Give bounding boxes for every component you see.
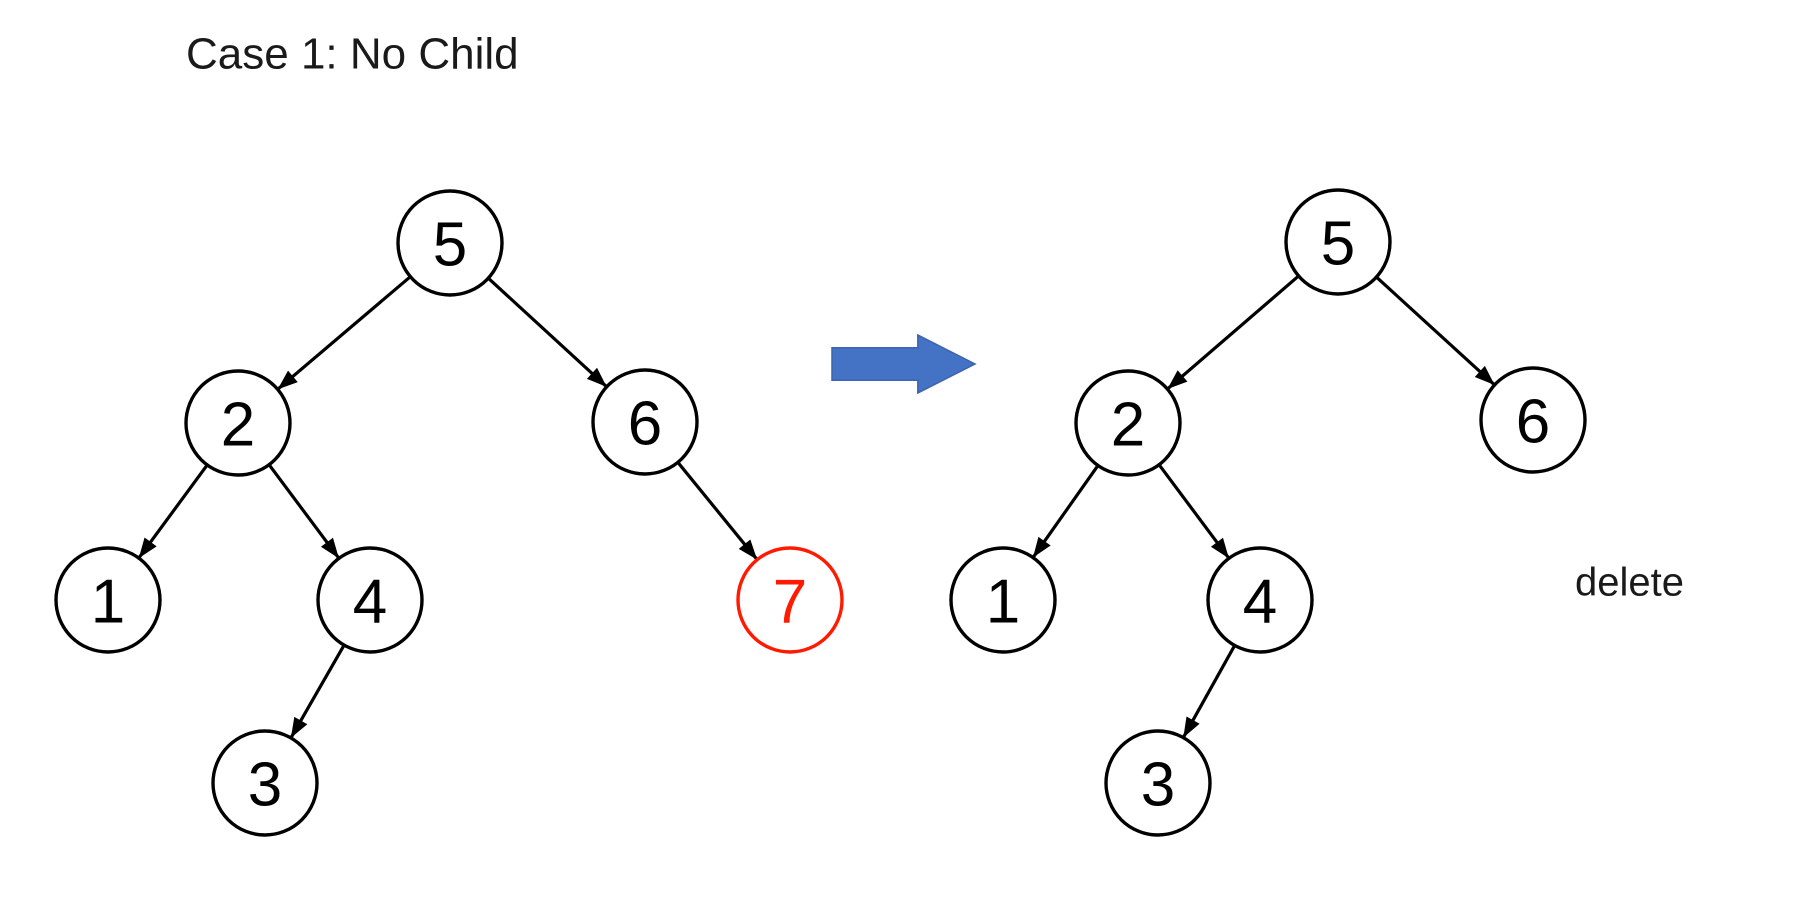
tree-node-5[interactable]: 5	[1284, 188, 1392, 296]
tree-node-7-deleted[interactable]: 7	[736, 546, 844, 654]
node-value-label: 1	[986, 568, 1020, 637]
edge-arrowhead-icon	[1167, 370, 1188, 390]
node-circle	[211, 729, 319, 837]
tree-before-deletion-edges	[137, 275, 759, 739]
node-value-label: 1	[91, 568, 125, 637]
node-circle	[1074, 369, 1182, 477]
node-circle	[1206, 546, 1314, 654]
tree-after-deletion-edges	[1031, 274, 1496, 739]
nodes-layer: 5 2 6 1 4 3 7 5 2 6 1 4 3	[54, 188, 1587, 837]
tree-edge-4-to-3	[1181, 644, 1237, 739]
node-value-label: 6	[628, 390, 662, 459]
tree-node-1[interactable]: 1	[54, 546, 162, 654]
tree-node-3[interactable]: 3	[1104, 729, 1212, 837]
labels-layer: Case 1: No Child delete	[186, 30, 1684, 605]
edge-arrowhead-icon	[320, 537, 339, 559]
tree-edge-2-to-4	[267, 463, 341, 560]
node-circle	[316, 546, 424, 654]
node-value-label: 2	[1111, 391, 1145, 460]
delete-caption: delete	[1575, 561, 1684, 605]
node-value-label: 7	[773, 568, 807, 637]
tree-edge-2-to-1	[1031, 464, 1100, 559]
tree-node-4[interactable]: 4	[316, 546, 424, 654]
transform-arrow-layer	[831, 333, 977, 395]
node-value-label: 4	[1243, 568, 1277, 637]
node-value-label: 3	[248, 751, 282, 820]
edge-arrowhead-icon	[1210, 537, 1229, 559]
tree-node-6[interactable]: 6	[591, 368, 699, 476]
node-circle	[1104, 729, 1212, 837]
tree-edge-6-to-7	[676, 461, 759, 561]
edge-arrowhead-icon	[1033, 536, 1051, 558]
page-title: Case 1: No Child	[186, 30, 519, 79]
edge-arrowhead-icon	[1183, 716, 1200, 738]
transform-arrow-right-icon	[831, 333, 977, 395]
node-value-label: 3	[1141, 751, 1175, 820]
node-circle	[949, 546, 1057, 654]
node-circle	[54, 546, 162, 654]
edge-arrowhead-icon	[738, 539, 758, 560]
edges-layer	[137, 274, 1496, 739]
tree-node-2[interactable]: 2	[184, 369, 292, 477]
node-value-label: 5	[433, 211, 467, 280]
tree-edge-5-to-6	[1375, 275, 1496, 387]
edge-arrowhead-icon	[1474, 365, 1495, 385]
node-value-label: 5	[1321, 210, 1355, 279]
tree-node-5[interactable]: 5	[396, 189, 504, 297]
node-circle	[396, 189, 504, 297]
edge-arrowhead-icon	[586, 367, 607, 387]
tree-edge-5-to-2	[276, 275, 412, 391]
tree-node-4[interactable]: 4	[1206, 546, 1314, 654]
node-value-label: 2	[221, 391, 255, 460]
tree-node-1[interactable]: 1	[949, 546, 1057, 654]
tree-edge-5-to-2	[1166, 274, 1300, 391]
edge-arrowhead-icon	[138, 537, 157, 559]
node-circle	[1479, 366, 1587, 474]
tree-node-3[interactable]: 3	[211, 729, 319, 837]
edge-arrowhead-icon	[290, 716, 308, 738]
tree-edge-4-to-3	[289, 644, 346, 739]
edge-arrowhead-icon	[277, 370, 298, 390]
tree-edge-2-to-1	[137, 463, 209, 560]
tree-before-deletion-nodes: 5 2 6 1 4 3 7	[54, 189, 844, 837]
tree-after-deletion-nodes: 5 2 6 1 4 3	[949, 188, 1587, 837]
tree-edge-5-to-6	[487, 276, 608, 389]
node-circle	[736, 546, 844, 654]
tree-edge-2-to-4	[1157, 463, 1231, 560]
tree-node-6[interactable]: 6	[1479, 366, 1587, 474]
node-circle	[184, 369, 292, 477]
node-circle	[591, 368, 699, 476]
node-circle	[1284, 188, 1392, 296]
tree-node-2[interactable]: 2	[1074, 369, 1182, 477]
node-value-label: 4	[353, 568, 387, 637]
node-value-label: 6	[1516, 388, 1550, 457]
